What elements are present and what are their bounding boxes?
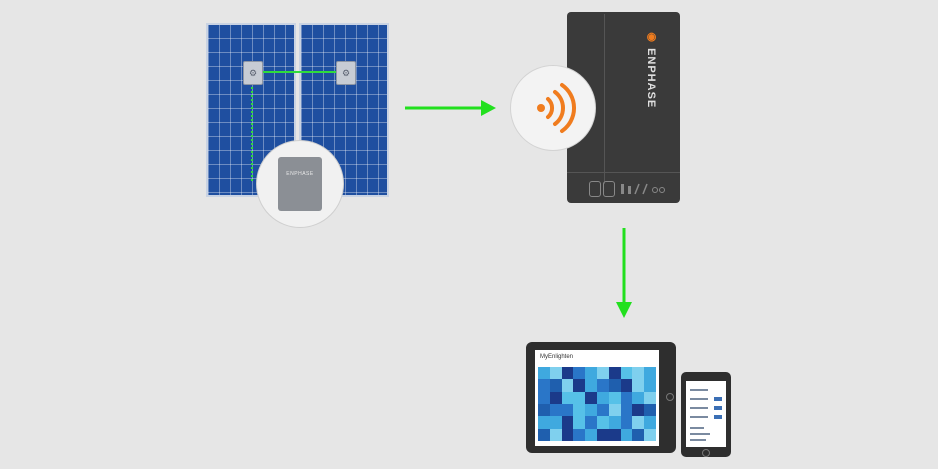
microinverter-zoom: ENPHASE	[256, 140, 344, 228]
heatmap-cell	[644, 379, 656, 392]
heatmap-cell	[597, 391, 609, 404]
heatmap-cell	[644, 403, 656, 417]
heatmap-cell	[620, 403, 633, 417]
heatmap-cell	[597, 403, 609, 417]
arrow-down-icon	[616, 228, 632, 318]
heatmap-cell	[538, 379, 550, 392]
heatmap-cell	[549, 428, 562, 441]
heatmap-cell	[573, 367, 586, 380]
heatmap-cell	[632, 416, 645, 429]
heatmap-cell	[573, 428, 586, 441]
heatmap-cell	[573, 379, 586, 392]
wireless-badge	[510, 65, 596, 151]
heatmap-cell	[561, 416, 574, 429]
phone-list-row	[690, 439, 706, 441]
heatmap-cell	[608, 367, 621, 380]
enphase-logo-icon: ◉	[645, 30, 657, 44]
envoy-brand-label: ENPHASE	[645, 48, 657, 109]
heatmap-cell	[644, 367, 656, 380]
heatmap-cell	[549, 391, 562, 404]
heatmap-cell	[561, 367, 574, 380]
heatmap-cell	[561, 391, 574, 404]
heatmap-cell	[597, 379, 609, 392]
tablet-device: MyEnlighten	[526, 342, 676, 453]
heatmap-cell	[585, 416, 597, 429]
heatmap-cell	[538, 391, 550, 404]
heatmap-cell	[620, 367, 633, 380]
heatmap-cell	[585, 403, 597, 417]
phone-list-tag	[714, 406, 722, 410]
phone-list-tag	[714, 397, 722, 401]
heatmap-cell	[549, 379, 562, 392]
phone-list-row	[690, 407, 708, 409]
heatmap-cell	[620, 416, 633, 429]
phone-home-button	[702, 449, 710, 457]
energy-heatmap	[538, 367, 656, 441]
phone-screen	[686, 381, 726, 447]
envoy-brand: ◉ ENPHASE	[645, 30, 658, 108]
phone-list-row	[690, 433, 710, 435]
tablet-home-button	[666, 393, 674, 401]
heatmap-cell	[561, 428, 574, 441]
heatmap-cell	[608, 379, 621, 392]
arrow-right-icon	[405, 100, 496, 116]
heatmap-cell	[538, 428, 550, 441]
heatmap-cell	[573, 391, 586, 404]
heatmap-cell	[620, 428, 633, 441]
heatmap-cell	[561, 379, 574, 392]
heatmap-cell	[620, 391, 633, 404]
envoy-divider	[604, 14, 605, 184]
heatmap-cell	[597, 416, 609, 429]
heatmap-cell	[632, 428, 645, 441]
phone-list-tag	[714, 415, 722, 419]
heatmap-cell	[597, 428, 609, 441]
heatmap-cell	[644, 416, 656, 429]
heatmap-cell	[538, 416, 550, 429]
heatmap-cell	[549, 367, 562, 380]
heatmap-cell	[585, 367, 597, 380]
heatmap-cell	[620, 379, 633, 392]
phone-list-row	[690, 416, 708, 418]
heatmap-cell	[644, 428, 656, 441]
envoy-status-icons	[621, 183, 665, 195]
heatmap-cell	[597, 367, 609, 380]
heatmap-cell	[573, 416, 586, 429]
heatmap-cell	[608, 391, 621, 404]
microinverter-brand: ENPHASE	[286, 171, 314, 177]
solar-panel-left	[206, 23, 296, 197]
heatmap-cell	[632, 379, 645, 392]
wifi-icon	[537, 83, 576, 133]
panel-wiring	[251, 71, 346, 183]
heatmap-cell	[561, 403, 574, 417]
phone-list-row	[690, 389, 708, 391]
heatmap-cell	[632, 391, 645, 404]
envoy-port-strip	[567, 172, 680, 203]
heatmap-cell	[549, 403, 562, 417]
heatmap-cell	[608, 416, 621, 429]
phone-list-row	[690, 427, 704, 429]
heatmap-cell	[585, 428, 597, 441]
heatmap-cell	[632, 403, 645, 417]
heatmap-cell	[585, 379, 597, 392]
tablet-screen: MyEnlighten	[535, 350, 659, 446]
heatmap-cell	[538, 367, 550, 380]
heatmap-cell	[585, 391, 597, 404]
heatmap-cell	[644, 391, 656, 404]
envoy-port	[589, 181, 601, 197]
heatmap-cell	[549, 416, 562, 429]
microinverter-device: ENPHASE	[278, 157, 322, 211]
envoy-port	[603, 181, 615, 197]
phone-device	[681, 372, 731, 457]
microinverter-left: ⚙	[243, 61, 263, 85]
microinverter-right: ⚙	[336, 61, 356, 85]
heatmap-cell	[608, 428, 621, 441]
heatmap-cell	[608, 403, 621, 417]
heatmap-cell	[632, 367, 645, 380]
phone-list-row	[690, 398, 708, 400]
heatmap-cell	[573, 403, 586, 417]
tablet-app-title: MyEnlighten	[540, 354, 574, 360]
heatmap-cell	[538, 403, 550, 417]
